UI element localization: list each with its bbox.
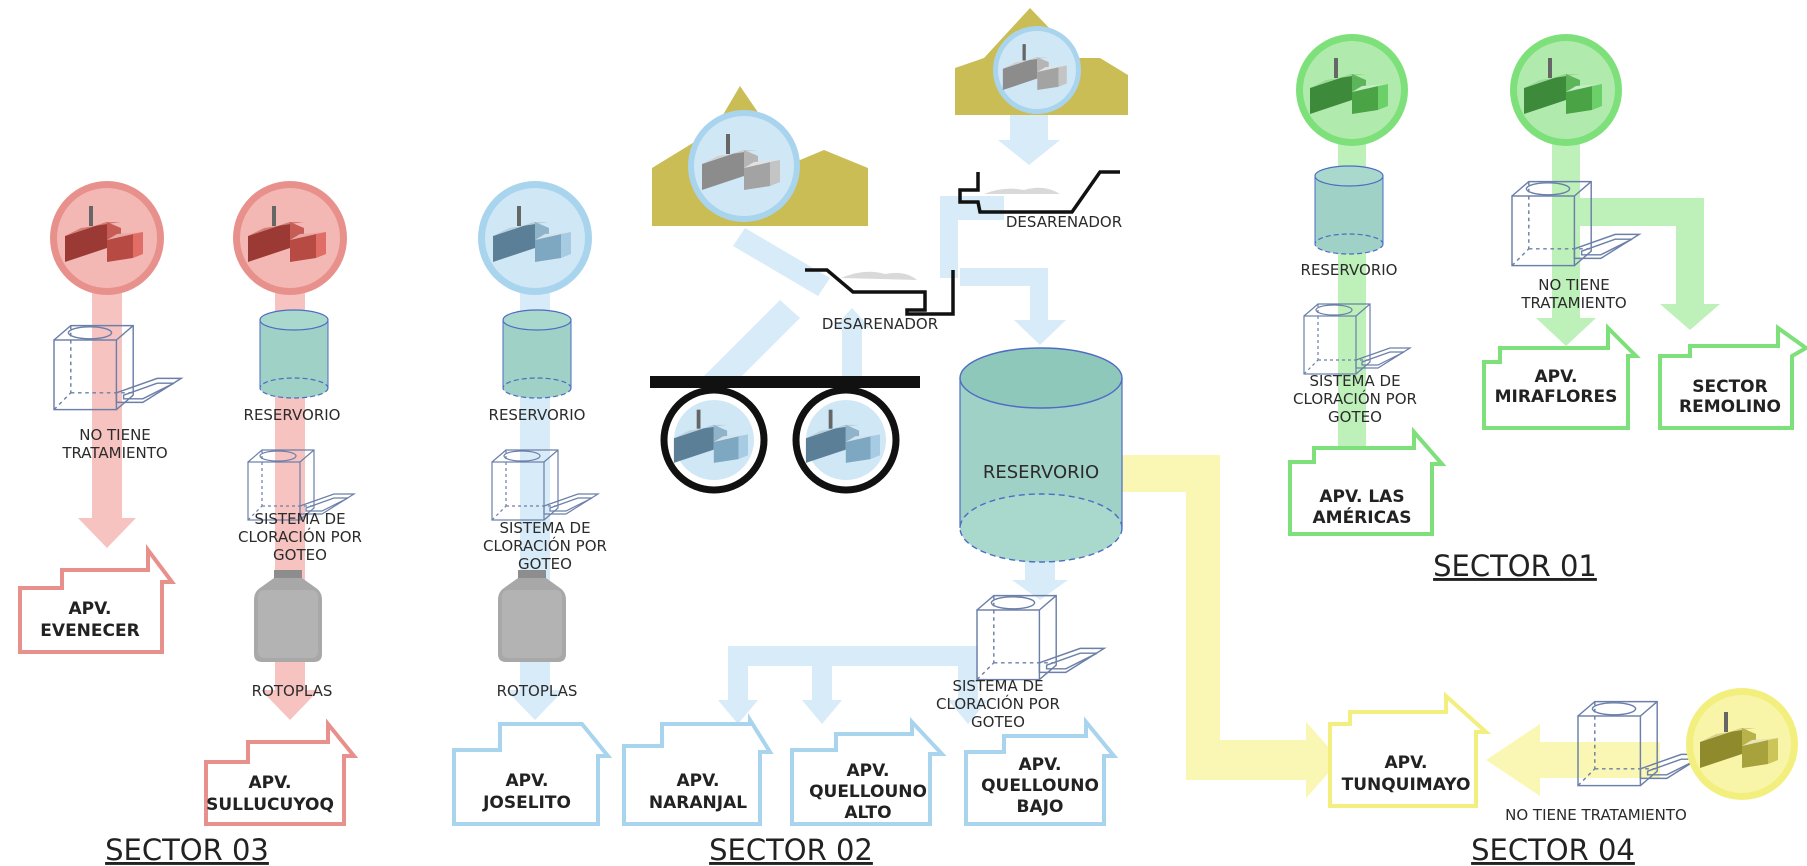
rotoplas-label: ROTOPLAS [497,682,578,700]
no-treatment-label: NO TIENE [1538,276,1610,294]
house-label: APV. [676,771,719,791]
desander-icon [805,268,955,316]
water-intake-icon [1686,688,1798,800]
chlorination-label: CLORACIÓN POR [483,536,607,555]
chlorination-label: GOTEO [971,713,1025,731]
desander-icon [958,170,1120,214]
rotoplas-tank-icon [254,570,322,662]
house-miraflores: APV. MIRAFLORES [1482,323,1641,430]
sector-03: NO TIENE TRATAMIENTO RESERVORIO SISTEMA … [18,181,362,866]
rotoplas-tank-icon [498,570,566,662]
house-las-americas: APV. LAS AMÉRICAS [1288,426,1447,536]
house-label: AMÉRICAS [1313,506,1412,528]
water-intake-icon [233,181,347,295]
house-label: APV. [68,599,111,619]
mountain-intake [955,8,1128,115]
house-label: APV. [1534,367,1577,387]
house-naranjal: APV. NARANJAL [622,713,774,826]
house-quelluono-bajo: APV. QUELLOUNO BAJO [964,716,1119,826]
sector-02: RESERVORIO SISTEMA DE CLORACIÓN POR GOTE… [452,8,1128,866]
rotoplas-label: ROTOPLAS [252,682,333,700]
house-label: APV. [1018,755,1061,775]
well-intakes [650,376,920,494]
house-label: APV. LAS [1319,487,1404,507]
chlorination-label: CLORACIÓN POR [1293,389,1417,408]
water-intake-icon [1510,34,1622,146]
house-label: TUNQUIMAYO [1342,775,1471,795]
house-label: APV. [505,771,548,791]
main-reservoir-label: RESERVORIO [983,462,1099,483]
house-sullucuyoq: APV. SULLUCUYOQ [204,718,359,826]
no-treatment-label: NO TIENE TRATAMIENTO [1505,806,1687,824]
reservoir-tank-icon [502,309,572,399]
chlorination-label: GOTEO [1328,408,1382,426]
water-intake-icon [50,181,164,295]
chlorination-label: SISTEMA DE [254,510,345,528]
chlorination-label: CLORACIÓN POR [936,694,1060,713]
chlorination-label: SISTEMA DE [1309,372,1400,390]
desander-label: DESARENADOR [1006,213,1122,231]
house-quelluono-alto: APV. QUELLOUNO ALTO [790,716,947,826]
house-joselito: APV. JOSELITO [452,722,613,826]
no-treatment-label: NO TIENE [79,426,151,444]
house-tunquimayo: APV. TUNQUIMAYO [1328,691,1492,808]
no-treatment-label: TRATAMIENTO [61,444,167,462]
house-label: SECTOR [1692,377,1767,397]
desander-label: DESARENADOR [822,315,938,333]
sector-01: RESERVORIO SISTEMA DE CLORACIÓN POR GOTE… [1288,34,1807,583]
chlorination-label: CLORACIÓN POR [238,527,362,546]
no-treatment-label: TRATAMIENTO [1520,294,1626,312]
chlorination-label: SISTEMA DE [952,677,1043,695]
house-label: ALTO [844,803,891,823]
reservoir-tank-icon [1314,165,1384,255]
house-label: NARANJAL [649,793,747,813]
reservoir-tank-icon [259,309,329,399]
chlorination-label: GOTEO [273,546,327,564]
house-label: SULLUCUYOQ [206,795,334,815]
water-intake-icon [1296,34,1408,146]
house-label: MIRAFLORES [1495,387,1618,407]
house-remolino: SECTOR REMOLINO [1658,324,1807,430]
sector-04-title: SECTOR 04 [1471,833,1635,866]
house-label: EVENECER [40,621,139,641]
house-label: QUELLOUNO [981,776,1099,796]
house-label: JOSELITO [482,793,571,813]
house-label: APV. [248,773,291,793]
house-label: APV. [846,761,889,781]
sector-04: APV. TUNQUIMAYO NO TIENE TRATAMIENTO SEC… [1328,688,1798,866]
house-label: REMOLINO [1679,397,1781,417]
chlorination-label: GOTEO [518,555,572,573]
house-label: BAJO [1017,797,1064,817]
mountain-intake [652,86,868,226]
main-reservoir-tank-icon [959,347,1123,563]
flow-arrows [78,115,1720,798]
chlorination-label: SISTEMA DE [499,519,590,537]
sector-03-title: SECTOR 03 [105,833,269,866]
sector-02-title: SECTOR 02 [709,833,873,866]
reservoir-label: RESERVORIO [489,406,586,424]
house-label: QUELLOUNO [809,782,927,802]
water-intake-icon [478,181,592,295]
sector-01-title: SECTOR 01 [1433,549,1597,583]
reservoir-label: RESERVORIO [244,406,341,424]
house-evenecer: APV. EVENECER [18,544,176,654]
chlorination-box-icon [976,594,1105,681]
house-label: APV. [1384,753,1427,773]
reservoir-label: RESERVORIO [1301,261,1398,279]
